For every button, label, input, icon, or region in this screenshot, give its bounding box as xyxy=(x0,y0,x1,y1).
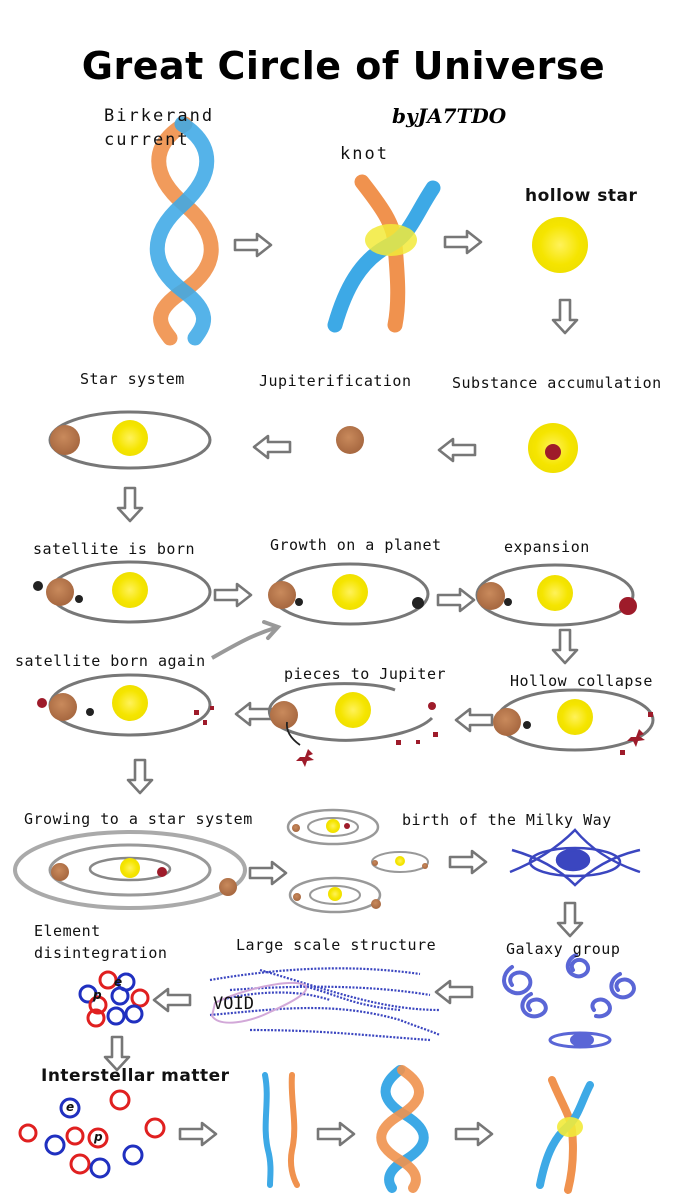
arrow-left-icon xyxy=(454,707,494,733)
multiple-star-systems xyxy=(286,808,429,914)
milky-way-galaxy-icon xyxy=(509,828,641,887)
hollow-collapse-system xyxy=(493,688,655,755)
label-element: Element xyxy=(34,922,101,940)
label-substance-accumulation: Substance accumulation xyxy=(452,374,662,392)
label-pieces-to-jupiter: pieces to Jupiter xyxy=(284,665,447,683)
arrow-right-icon xyxy=(448,849,488,875)
arrow-right-icon xyxy=(443,229,483,255)
author-signature: byJA7TDO xyxy=(392,104,507,128)
label-birkerand: Birkerand xyxy=(104,106,215,126)
galaxy-group-icon xyxy=(502,953,636,1049)
arrow-down-icon xyxy=(556,901,584,938)
growing-star-system xyxy=(13,830,247,910)
label-jupiterification: Jupiterification xyxy=(259,372,412,390)
page-title: Great Circle of Universe xyxy=(81,44,606,88)
arrow-down-icon xyxy=(116,486,144,523)
label-growth-on-planet: Growth on a planet xyxy=(270,536,442,554)
atomic-cluster-icon xyxy=(78,970,150,1028)
arrow-right-icon xyxy=(454,1121,494,1147)
growth-on-planet-system xyxy=(268,562,430,626)
label-galaxy-group: Galaxy group xyxy=(506,940,621,958)
arrow-left-icon xyxy=(252,434,292,460)
birkeland-current-strands xyxy=(149,116,219,346)
label-large-scale-structure: Large scale structure xyxy=(236,936,437,954)
hollow-star-icon xyxy=(532,217,588,273)
label-star-system: Star system xyxy=(80,370,185,388)
label-interstellar-matter: Interstellar matter xyxy=(41,1066,230,1086)
arrow-right-icon xyxy=(316,1121,356,1147)
arrow-right-icon xyxy=(436,587,476,613)
satellite-born-system xyxy=(33,560,212,624)
electron-label: e xyxy=(66,1100,75,1114)
curved-arrow-icon xyxy=(211,626,276,660)
arrow-left-icon xyxy=(152,987,192,1013)
arrow-right-icon xyxy=(178,1121,218,1147)
label-current: current xyxy=(104,130,190,150)
arrow-down-icon xyxy=(551,298,579,335)
void-outline xyxy=(210,981,308,1024)
pieces-to-jupiter-system xyxy=(267,682,438,767)
label-void: VOID xyxy=(213,994,254,1014)
arrow-right-icon xyxy=(248,860,288,886)
planet-icon xyxy=(50,425,80,455)
sun-icon xyxy=(112,420,148,456)
arrow-left-icon xyxy=(234,701,274,727)
substance-accumulation-icon xyxy=(528,423,578,473)
label-growing-to-star-system: Growing to a star system xyxy=(24,810,253,828)
jupiter-planet-icon xyxy=(336,426,364,454)
label-hollow-star: hollow star xyxy=(525,186,638,206)
arrow-down-icon xyxy=(551,628,579,665)
arrow-left-icon xyxy=(434,979,474,1005)
knot-strands xyxy=(327,174,441,333)
proton-label: p xyxy=(94,1130,104,1144)
separate-strands xyxy=(262,1072,300,1188)
proton-label: p xyxy=(93,988,103,1002)
arrow-left-icon xyxy=(437,437,477,463)
electron-label: e xyxy=(114,975,123,989)
label-satellite-is-born: satellite is born xyxy=(33,540,196,558)
label-knot: knot xyxy=(340,144,389,164)
expansion-system xyxy=(475,563,637,627)
knot-strands-final xyxy=(536,1076,594,1194)
star-system-orbit xyxy=(48,410,212,470)
arrow-right-icon xyxy=(233,232,273,258)
arrow-right-icon xyxy=(213,582,253,608)
satellite-born-again-system xyxy=(37,673,214,737)
label-satellite-born-again: satellite born again xyxy=(15,652,206,670)
arrow-down-icon xyxy=(126,758,154,795)
interstellar-particles xyxy=(18,1089,166,1179)
label-birth-milky-way: birth of the Milky Way xyxy=(402,811,612,829)
label-disintegration: disintegration xyxy=(34,944,168,962)
label-expansion: expansion xyxy=(504,538,590,556)
twisting-strands xyxy=(376,1065,429,1193)
label-hollow-collapse: Hollow collapse xyxy=(510,672,653,690)
